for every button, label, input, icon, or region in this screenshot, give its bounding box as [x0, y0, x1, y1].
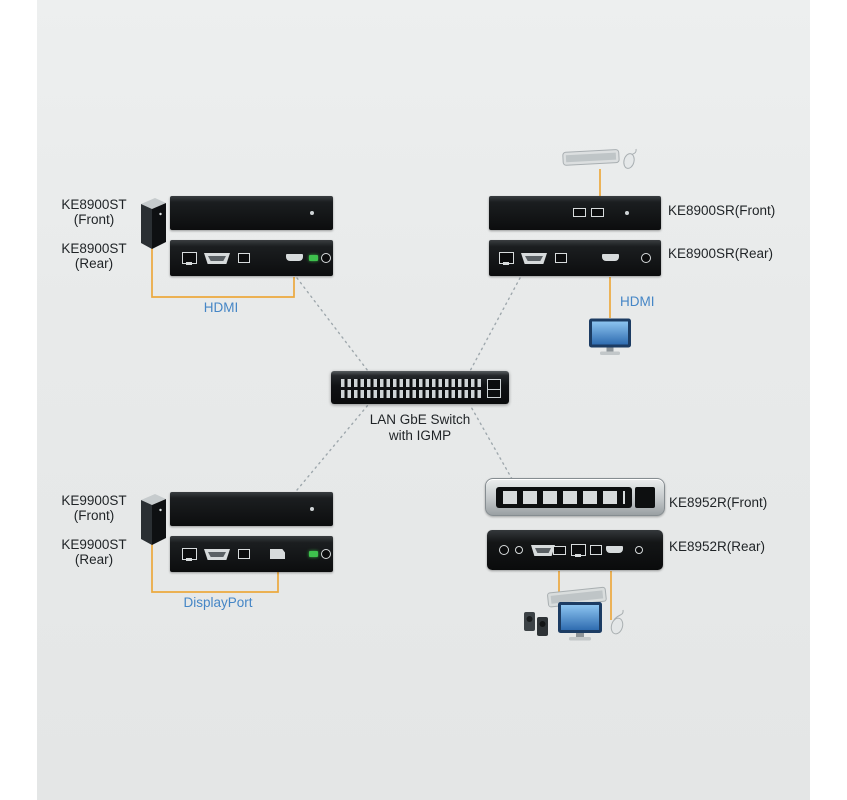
displayport-port-icon: [270, 549, 285, 559]
lan-port-icon: [499, 252, 514, 265]
label-ke8900st-rear: KE8900ST (Rear): [50, 241, 138, 271]
label-ke9900st-front: KE9900ST (Front): [50, 493, 138, 523]
label-ke9900st-front-view: (Front): [73, 508, 115, 523]
label-lan-switch: LAN GbE Switch with IGMP: [340, 412, 500, 444]
usb-port-icon: [553, 546, 566, 555]
label-ke9900st-rear-name: KE9900ST: [61, 537, 127, 552]
hdmi-port-icon: [286, 254, 303, 261]
ke8900sr-rear-panel: [489, 240, 661, 276]
network-link-bottom-left: [296, 404, 369, 491]
cable-label-displayport: DisplayPort: [183, 595, 253, 610]
label-lan-switch-line1: LAN GbE Switch: [369, 412, 471, 427]
keyboard-icon: [547, 586, 607, 608]
lan-port-icon: [571, 544, 586, 557]
usb-port-icon: [555, 253, 567, 263]
cable-label-hdmi-left: HDMI: [203, 300, 239, 315]
vga-port-icon: [521, 253, 547, 264]
status-led-icon: [309, 255, 318, 261]
usb-port-icon: [590, 545, 602, 555]
label-ke8952r-rear: KE8952R(Rear): [669, 539, 766, 554]
monitor-icon: [589, 318, 631, 355]
label-ke9900st-front-name: KE9900ST: [61, 493, 127, 508]
network-link-top-right: [469, 277, 521, 372]
label-ke8900st-front-view: (Front): [73, 212, 115, 227]
power-jack-icon: [635, 546, 643, 554]
hdmi-port-icon: [602, 254, 619, 261]
lan-switch-icon: [331, 371, 509, 404]
tower-pc-icon: [141, 494, 166, 545]
usb-port-icon: [591, 208, 604, 217]
power-jack-icon: [499, 545, 509, 555]
vga-port-icon: [204, 253, 230, 264]
power-led-icon: [310, 211, 314, 215]
front-grille-icon: [496, 487, 632, 508]
usb-port-icon: [238, 549, 250, 559]
power-jack-icon: [641, 253, 651, 263]
hdmi-cable-top-left: [151, 248, 295, 298]
ke8900st-rear-panel: [170, 240, 333, 276]
usb-port-icon: [573, 208, 586, 217]
displayport-cable-bottom-left: [151, 544, 279, 593]
cable-label-hdmi-right: HDMI: [620, 294, 655, 309]
ke8900st-front-panel: [170, 196, 333, 230]
label-ke9900st-rear: KE9900ST (Rear): [50, 537, 138, 567]
label-ke8900st-rear-name: KE8900ST: [61, 241, 127, 256]
label-ke8900st-rear-view: (Rear): [74, 256, 114, 271]
label-ke8900sr-front: KE8900SR(Front): [668, 203, 776, 218]
monitor-icon: [558, 602, 602, 641]
label-lan-switch-line2: with IGMP: [388, 428, 452, 443]
keyboard-mouse-icon: [562, 148, 637, 169]
mouse-icon: [610, 609, 624, 635]
switch-port-row: [341, 390, 481, 398]
status-led-icon: [309, 551, 318, 557]
switch-uplink-ports: [487, 379, 501, 398]
power-jack-icon: [321, 549, 331, 559]
usb-port-icon: [238, 253, 250, 263]
ke8952r-rear-panel: [487, 530, 663, 570]
workstation-icon: [524, 586, 624, 641]
speakers-icon: [524, 612, 548, 636]
vga-port-icon: [204, 549, 230, 560]
power-jack-icon: [321, 253, 331, 263]
lan-port-icon: [182, 252, 197, 265]
audio-jack-icon: [515, 546, 523, 554]
network-link-top-left: [296, 277, 369, 372]
ke8900sr-front-panel: [489, 196, 661, 230]
label-ke9900st-rear-view: (Rear): [74, 552, 114, 567]
label-ke8952r-front: KE8952R(Front): [669, 495, 768, 510]
front-display-icon: [635, 487, 655, 508]
lan-port-icon: [182, 548, 197, 561]
switch-port-row: [341, 379, 481, 387]
ke9900st-front-panel: [170, 492, 333, 526]
ke8952r-front-panel: [485, 478, 665, 516]
tower-pc-icon: [141, 198, 166, 249]
hdmi-port-icon: [606, 546, 623, 553]
label-ke8900st-front-name: KE8900ST: [61, 197, 127, 212]
vga-port-icon: [531, 545, 555, 556]
power-led-icon: [625, 211, 629, 215]
label-ke8900st-front: KE8900ST (Front): [50, 197, 138, 227]
label-ke8900sr-rear: KE8900SR(Rear): [668, 246, 774, 261]
ke9900st-rear-panel: [170, 536, 333, 572]
power-led-icon: [310, 507, 314, 511]
